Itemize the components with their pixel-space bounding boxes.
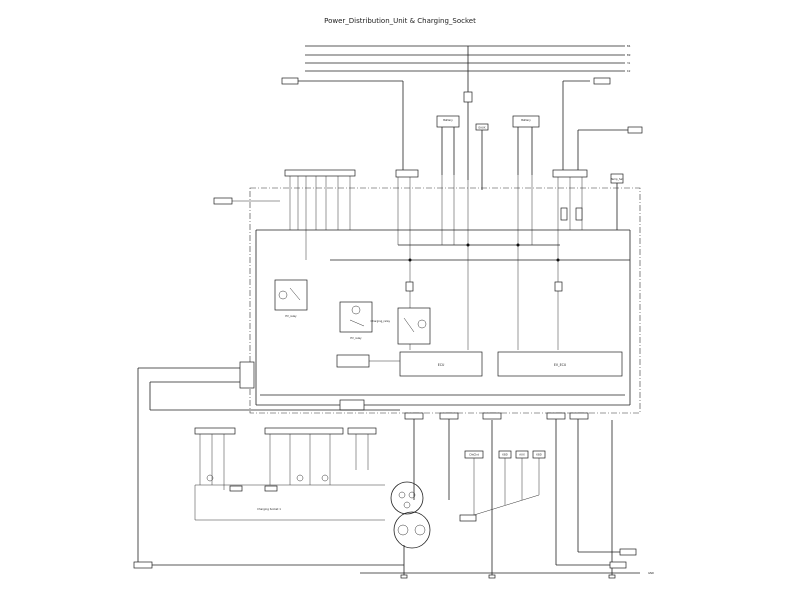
charging-socket-section: Charging Socket 1	[194, 427, 385, 521]
pdu-bottom-connectors	[404, 412, 637, 569]
ecu-block-1: ECU	[399, 351, 483, 377]
temp-set-connector: Temp_Set	[610, 173, 624, 230]
svg-text:KBD: KBD	[502, 453, 507, 457]
rail-label-k2: K2	[627, 69, 631, 73]
relay-1: EV_relay	[274, 279, 308, 318]
svg-text:EV_relay: EV_relay	[285, 314, 297, 318]
svg-text:ECU: ECU	[438, 363, 445, 367]
svg-text:Battery: Battery	[443, 118, 453, 122]
eaux-top-connector: EAUX	[475, 123, 489, 190]
svg-text:EAUX: EAUX	[478, 126, 485, 130]
pdu-enclosure	[249, 187, 641, 414]
ground-rail: GND	[360, 420, 654, 579]
right-bottom-connectors: ChtClnt KBD AUX KBD	[459, 450, 546, 522]
relay-3-charging: Charging_relay	[371, 307, 431, 345]
main-fuse	[463, 46, 473, 180]
internal-bus-lines	[255, 229, 631, 406]
rail-label-31: 31	[627, 61, 631, 65]
ecu-block-2: EV_ECU	[497, 351, 623, 377]
small-controller	[336, 354, 400, 411]
pdu-fuses	[405, 207, 583, 292]
battery-connector-left: Battery	[436, 115, 460, 175]
ground-rail-label: GND	[648, 571, 654, 575]
rail-label-b9: B9	[627, 53, 631, 57]
battery-connector-right: Battery	[512, 115, 540, 175]
svg-text:AUX: AUX	[519, 453, 525, 457]
svg-text:Charging_relay: Charging_relay	[371, 319, 391, 323]
relay-2: EV_relay	[339, 301, 373, 340]
rail-label-b4: B4	[627, 44, 631, 48]
left-side-connectors	[133, 361, 404, 569]
upper-vertical-wires	[213, 175, 583, 350]
upper-harness-connectors	[281, 77, 643, 178]
top-power-rails: B4 B9 31 K2	[305, 44, 631, 73]
svg-text:ChtClnt: ChtClnt	[469, 453, 479, 457]
svg-text:Charging Socket 1: Charging Socket 1	[257, 507, 281, 511]
svg-text:Battery: Battery	[521, 118, 531, 122]
svg-text:EV_ECU: EV_ECU	[554, 363, 567, 367]
diagram-title: Power_Distribution_Unit & Charging_Socke…	[324, 17, 476, 25]
charging-socket-plug	[390, 481, 431, 549]
svg-text:EV_relay: EV_relay	[350, 336, 362, 340]
svg-text:Temp_Set: Temp_Set	[611, 177, 623, 181]
svg-text:KBD: KBD	[536, 453, 541, 457]
